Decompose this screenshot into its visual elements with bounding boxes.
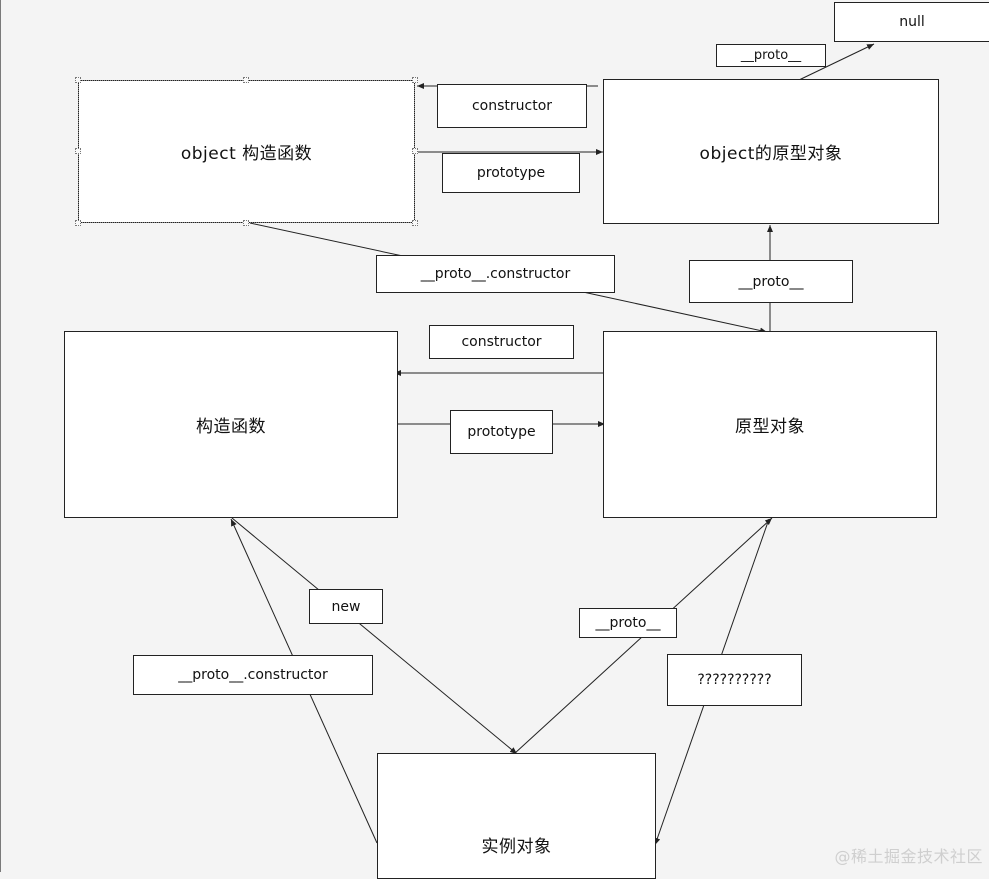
label-bottom-proto: __proto__ [579,608,677,638]
edge-new [231,517,518,755]
resize-handle-tm[interactable] [243,77,249,83]
constructor-function-text: 构造函数 [196,417,266,437]
instance-object-node: 实例对象 [377,753,656,879]
label-mid-prototype: prototype [450,410,553,454]
resize-handle-tl[interactable] [75,77,81,83]
label-mid-proto: __proto__ [689,260,853,303]
canvas-left-rule [0,0,1,872]
resize-handle-bm[interactable] [243,220,249,226]
resize-handle-mr[interactable] [412,148,418,154]
prototype-object-node: 原型对象 [603,331,937,518]
label-top-proto: __proto__ [716,44,826,67]
null-node: null [834,2,989,42]
watermark: @稀土掘金技术社区 [834,847,983,866]
label-bottom-proto-constructor: __proto__.constructor [133,655,373,695]
object-prototype-node: object的原型对象 [603,79,939,224]
object-constructor-node: object 构造函数 [78,80,415,223]
label-question: ?????????? [667,654,802,706]
label-top-constructor: constructor [437,84,587,128]
label-top-proto-constructor: __proto__.constructor [376,255,615,293]
label-top-prototype: prototype [442,153,580,193]
constructor-function-node: 构造函数 [64,331,398,518]
instance-object-text: 实例对象 [481,837,552,857]
resize-handle-tr[interactable] [412,77,418,83]
label-new: new [309,589,383,624]
resize-handle-bl[interactable] [75,220,81,226]
label-mid-constructor: constructor [429,325,574,359]
null-text: null [899,14,925,30]
resize-handle-br[interactable] [412,220,418,226]
resize-handle-ml[interactable] [75,148,81,154]
prototype-object-text: 原型对象 [735,417,805,437]
object-prototype-text: object的原型对象 [699,144,843,164]
object-constructor-text: object 构造函数 [180,144,313,164]
